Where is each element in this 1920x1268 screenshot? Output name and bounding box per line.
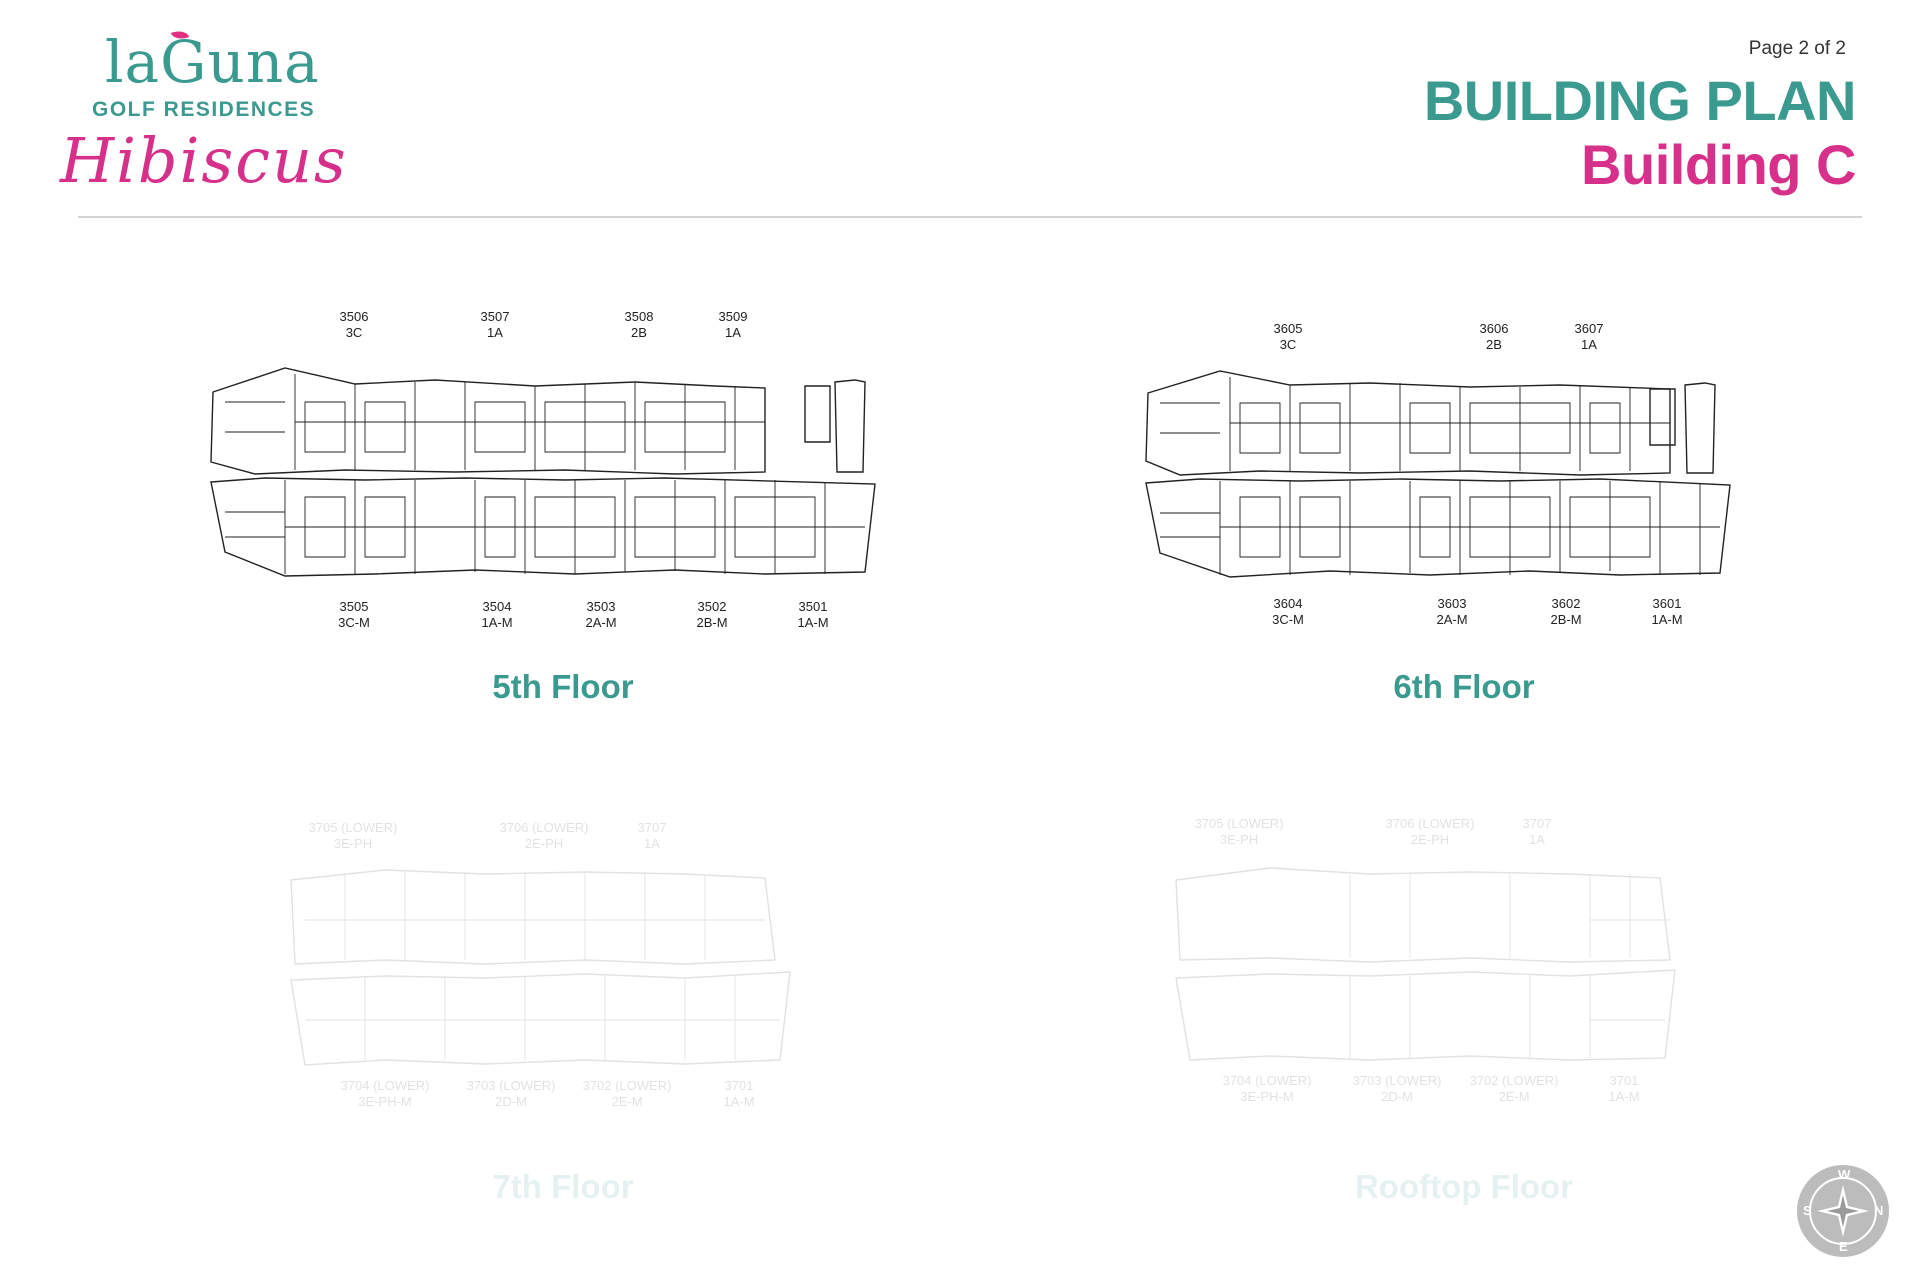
floor-caption: 5th Floor [492, 668, 634, 705]
logo-subtitle: GOLF RESIDENCES [92, 98, 316, 121]
floor-plan-drawing [1170, 860, 1680, 1070]
brand-logo: laGuna GOLF RESIDENCES Hibiscus [60, 27, 360, 198]
floor-caption: 6th Floor [1393, 668, 1535, 705]
unit-label: 3702 (LOWER)2E-M [1469, 1073, 1559, 1104]
compass-label-right: N [1874, 1203, 1884, 1218]
floor-caption: Rooftop Floor [1354, 1168, 1574, 1205]
page-number: Page 2 of 2 [1748, 38, 1846, 59]
compass-label-left: S [1803, 1203, 1812, 1218]
unit-label: 3704 (LOWER)3E-PH-M [1222, 1073, 1312, 1104]
compass-label-top: W [1838, 1167, 1851, 1182]
unit-label: 3704 (LOWER)3E-PH-M [340, 1078, 430, 1109]
page-title: BUILDING PLAN [1423, 69, 1857, 132]
floor-caption: 7th Floor [492, 1168, 634, 1205]
compass-icon: W N E S [1797, 1165, 1889, 1257]
floor-plan-drawing [1140, 365, 1740, 585]
logo-wordmark: laGuna [105, 28, 320, 96]
logo-script: Hibiscus [60, 124, 348, 197]
building-name: Building C [1581, 133, 1856, 196]
header-divider [78, 216, 1862, 218]
unit-label: 3706 (LOWER)2E-PH [499, 820, 589, 851]
unit-label: 3703 (LOWER)2D-M [466, 1078, 556, 1109]
unit-label: 3705 (LOWER)3E-PH [1194, 816, 1284, 847]
compass-ring [1809, 1177, 1877, 1245]
unit-label: 3706 (LOWER)2E-PH [1385, 816, 1475, 847]
unit-label: 3705 (LOWER)3E-PH [308, 820, 398, 851]
compass-label-bottom: E [1839, 1239, 1848, 1254]
compass-star-icon [1817, 1185, 1869, 1237]
unit-label: 3702 (LOWER)2E-M [582, 1078, 672, 1109]
floor-plan-drawing [205, 362, 885, 587]
floor-plan-drawing [285, 860, 795, 1075]
unit-label: 3703 (LOWER)2D-M [1352, 1073, 1442, 1104]
